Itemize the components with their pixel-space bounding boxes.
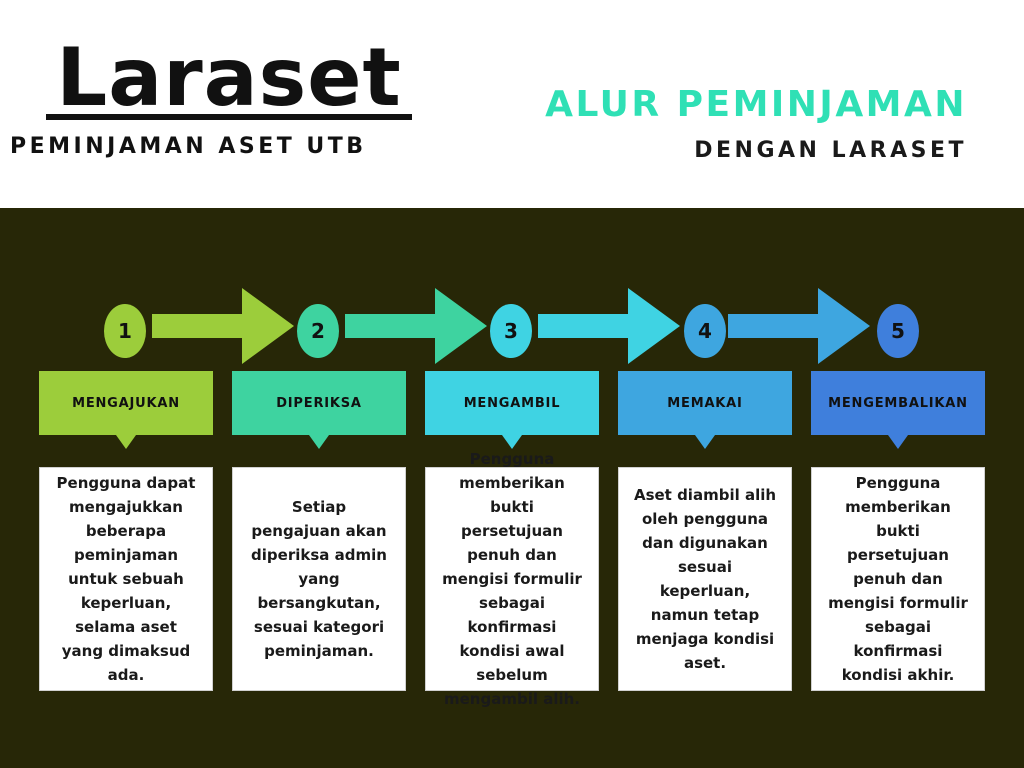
step-1-label: MENGAJUKAN: [39, 371, 213, 435]
step-1-description: Pengguna dapat mengajukkan beberapa pemi…: [39, 467, 213, 691]
logo: Laraset: [46, 31, 412, 124]
step-2-label: DIPERIKSA: [232, 371, 406, 435]
step-2-pointer: [309, 435, 329, 449]
process-panel: 1 MENGAJUKAN Pengguna dapat mengajukkan …: [0, 208, 1024, 768]
step-3-number: 3: [490, 304, 532, 358]
arrow-1-2-icon: [152, 288, 294, 364]
header: Laraset PEMINJAMAN ASET UTB ALUR PEMINJA…: [0, 0, 1024, 208]
step-5-label: MENGEMBALIKAN: [811, 371, 985, 435]
step-1-pointer: [116, 435, 136, 449]
page-title: ALUR PEMINJAMAN: [545, 84, 967, 125]
step-2-description: Setiap pengajuan akan diperiksa admin ya…: [232, 467, 406, 691]
step-4-number: 4: [684, 304, 726, 358]
step-3-description: Pengguna memberikan bukti persetujuan pe…: [425, 450, 599, 708]
step-1-number: 1: [104, 304, 146, 358]
step-4-pointer: [695, 435, 715, 449]
arrow-3-4-icon: [538, 288, 680, 364]
step-5-number: 5: [877, 304, 919, 358]
step-4-description: Aset diambil alih oleh pengguna dan digu…: [618, 467, 792, 691]
logo-underline: [46, 114, 412, 120]
step-5-description: Pengguna memberikan bukti persetujuan pe…: [811, 467, 985, 691]
logo-subtitle: PEMINJAMAN ASET UTB: [10, 134, 367, 159]
step-5-pointer: [888, 435, 908, 449]
arrow-2-3-icon: [345, 288, 487, 364]
step-2-number: 2: [297, 304, 339, 358]
logo-name: Laraset: [56, 31, 402, 124]
page-subtitle: DENGAN LARASET: [694, 138, 967, 163]
step-3-label: MENGAMBIL: [425, 371, 599, 435]
step-3-pointer: [502, 435, 522, 449]
arrow-4-5-icon: [728, 288, 870, 364]
step-4-label: MEMAKAI: [618, 371, 792, 435]
